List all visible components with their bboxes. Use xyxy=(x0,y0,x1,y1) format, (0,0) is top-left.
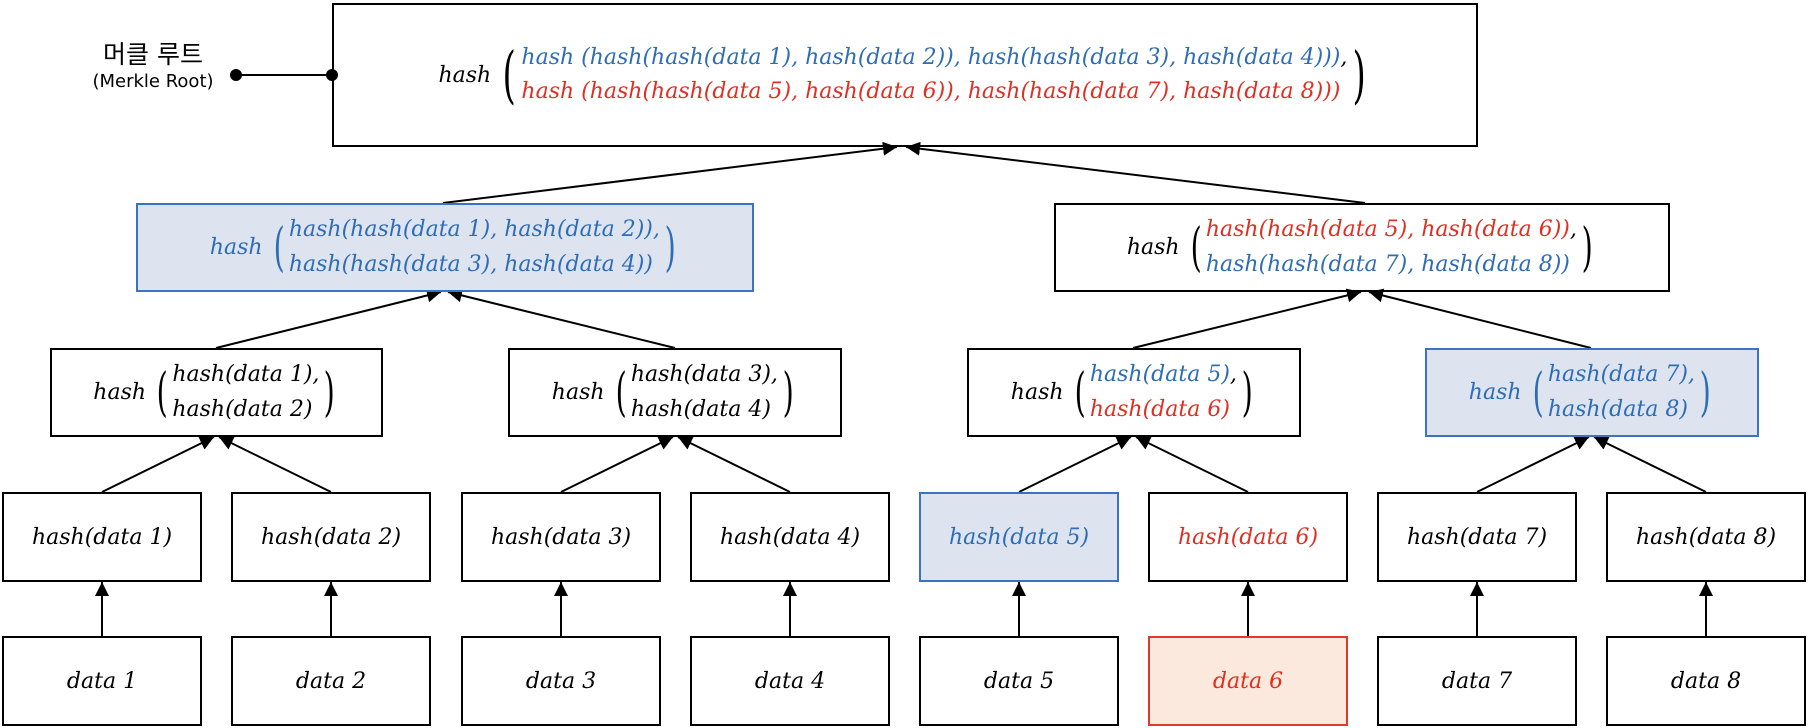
edge-l2b-l3a xyxy=(447,288,676,349)
level3-right-line2: hash(hash(data 7), hash(data 8)) xyxy=(1205,251,1570,277)
edge-l2c-l3b xyxy=(1132,288,1362,349)
edge-h8-l2d xyxy=(1593,436,1707,493)
edge-l3a-root xyxy=(442,141,898,204)
edge-h4-l2b xyxy=(677,436,791,493)
level2-1-line2: hash(data 2) xyxy=(172,396,313,422)
data-node-1: data 1 xyxy=(2,636,202,726)
level3-node-right: hash ( hash(hash(data 5), hash(data 6)),… xyxy=(1054,203,1670,292)
merkle-root-label-korean: 머클 루트 xyxy=(103,40,203,69)
data-node-4: data 4 xyxy=(690,636,890,726)
data-node-6: data 6 xyxy=(1148,636,1348,726)
level3-left-fn: hash xyxy=(209,235,263,260)
data-node-3: data 3 xyxy=(461,636,661,726)
leaf-hash-7: hash(data 7) xyxy=(1377,492,1577,582)
level2-3-line2: hash(data 6) xyxy=(1089,396,1230,422)
edge-h1-l2a xyxy=(101,436,215,493)
level2-node-3: hash ( hash(data 5), hash(data 6) ) xyxy=(967,348,1301,437)
edge-h2-l2a xyxy=(218,436,332,493)
level2-2-line2: hash(data 4) xyxy=(630,396,771,422)
leaf-hash-2: hash(data 2) xyxy=(231,492,431,582)
data-node-2: data 2 xyxy=(231,636,431,726)
level2-3-line1: hash(data 5) xyxy=(1089,362,1230,388)
edge-h5-l2c xyxy=(1018,436,1132,493)
level2-node-2: hash ( hash(data 3), hash(data 4) ) xyxy=(508,348,842,437)
level2-4-line1: hash(data 7), xyxy=(1547,362,1695,388)
edge-l2a-l3a xyxy=(215,288,442,349)
level2-3-comma: , xyxy=(1229,362,1237,388)
leaf-hash-8: hash(data 8) xyxy=(1606,492,1806,582)
data-node-5: data 5 xyxy=(919,636,1119,726)
root-fn: hash xyxy=(438,62,492,88)
level3-right-comma: , xyxy=(1569,217,1577,243)
merkle-root-label-english: (Merkle Root) xyxy=(92,71,214,92)
edge-h7-l2d xyxy=(1476,436,1590,493)
edge-l2d-l3b xyxy=(1368,288,1592,349)
level2-node-1: hash ( hash(data 1), hash(data 2) ) xyxy=(50,348,383,437)
edge-h6-l2c xyxy=(1135,436,1249,493)
level3-node-left: hash ( hash(hash(data 1), hash(data 2)),… xyxy=(136,203,754,292)
root-line-right: hash (hash(hash(data 5), hash(data 6)), … xyxy=(521,79,1341,104)
level2-node-4: hash ( hash(data 7), hash(data 8) ) xyxy=(1425,348,1759,437)
root-line-comma: , xyxy=(1340,44,1348,70)
level3-left-line2: hash(hash(data 3), hash(data 4)) xyxy=(288,251,653,277)
leaf-hash-4: hash(data 4) xyxy=(690,492,890,582)
root-line-left: hash (hash(hash(data 1), hash(data 2)), … xyxy=(521,44,1341,70)
level3-right-line1: hash(hash(data 5), hash(data 6)) xyxy=(1205,217,1570,243)
root-label-dot xyxy=(230,69,242,81)
level2-4-fn: hash xyxy=(1468,380,1522,405)
level2-3-fn: hash xyxy=(1010,380,1064,405)
level2-2-fn: hash xyxy=(551,380,605,405)
leaf-hash-3: hash(data 3) xyxy=(461,492,661,582)
data-node-8: data 8 xyxy=(1606,636,1806,726)
level3-left-line1: hash(hash(data 1), hash(data 2)), xyxy=(288,217,660,243)
leaf-hash-5: hash(data 5) xyxy=(919,492,1119,582)
level3-right-fn: hash xyxy=(1126,235,1180,260)
level2-1-line1: hash(data 1), xyxy=(172,362,320,388)
edge-h3-l2b xyxy=(560,436,674,493)
level2-4-line2: hash(data 8) xyxy=(1547,396,1688,422)
data-node-7: data 7 xyxy=(1377,636,1577,726)
merkle-root-node: hash ( hash (hash(hash(data 1), hash(dat… xyxy=(332,3,1478,147)
level2-2-line1: hash(data 3), xyxy=(630,362,778,388)
merkle-root-label: 머클 루트 (Merkle Root) xyxy=(78,40,228,93)
leaf-hash-1: hash(data 1) xyxy=(2,492,202,582)
leaf-hash-6: hash(data 6) xyxy=(1148,492,1348,582)
edge-l3b-root xyxy=(905,141,1366,204)
level2-1-fn: hash xyxy=(93,380,147,405)
